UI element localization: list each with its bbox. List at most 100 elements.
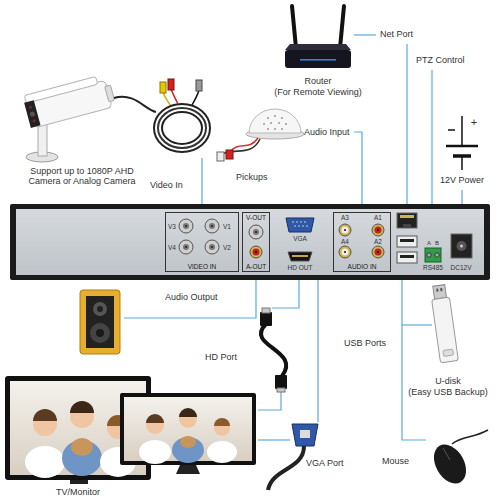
leader-line bbox=[402, 270, 426, 440]
pickup-picture bbox=[226, 150, 233, 159]
vga-socket bbox=[286, 218, 314, 232]
usb-stick-picture bbox=[440, 288, 442, 291]
port-label: A3 bbox=[341, 214, 349, 221]
cable-coil bbox=[171, 89, 178, 104]
mouse-picture bbox=[427, 439, 472, 489]
callout-label: Video In bbox=[150, 180, 183, 190]
usb-socket bbox=[397, 236, 417, 263]
hdmi-cable-picture bbox=[277, 388, 285, 392]
leader-line bbox=[354, 34, 376, 35]
port-label: A1 bbox=[374, 214, 382, 221]
speaker-picture bbox=[80, 290, 120, 354]
leader-line bbox=[124, 278, 256, 318]
terminal-block bbox=[435, 253, 439, 257]
port-label: VGA bbox=[293, 235, 307, 242]
usb-stick-picture bbox=[433, 285, 447, 300]
rca-jack bbox=[250, 246, 262, 258]
network-socket bbox=[397, 213, 417, 228]
port-label: V1 bbox=[223, 223, 231, 230]
rca-jack bbox=[377, 229, 379, 231]
dc-power-symbol bbox=[448, 129, 455, 131]
port-label: DC12V bbox=[451, 264, 472, 271]
callout-label: Support up to 1080P AHD Camera or Analog… bbox=[21, 166, 143, 187]
monitor-picture bbox=[179, 408, 197, 417]
monitor-picture bbox=[120, 393, 256, 465]
camera-picture bbox=[105, 85, 115, 102]
hdmi-socket bbox=[288, 252, 312, 261]
cable-coil bbox=[163, 92, 170, 105]
pickup-picture bbox=[270, 122, 272, 124]
hdmi-cable-picture bbox=[260, 308, 287, 392]
port-group-label: V-OUT bbox=[246, 214, 266, 221]
cable-coil bbox=[154, 104, 210, 152]
cable-coil bbox=[192, 90, 199, 105]
terminal-block bbox=[427, 253, 431, 257]
speaker-picture bbox=[97, 306, 103, 312]
monitor-picture bbox=[172, 437, 204, 463]
callout-label: Audio Input bbox=[304, 127, 350, 137]
callout-label: Audio Output bbox=[165, 292, 218, 302]
rca-jack bbox=[372, 246, 384, 258]
vga-socket bbox=[298, 225, 300, 227]
usb-socket bbox=[397, 236, 417, 247]
callout-label: TV/Monitor bbox=[56, 487, 100, 497]
pickup-picture bbox=[263, 123, 265, 125]
leader-line bbox=[272, 278, 299, 308]
monitor-picture bbox=[214, 418, 230, 426]
port-group-box: V-OUTA-OUT bbox=[242, 212, 270, 272]
port-label: V2 bbox=[223, 244, 231, 251]
usb-socket bbox=[400, 255, 414, 258]
leader-line bbox=[317, 278, 318, 422]
camera-picture bbox=[22, 73, 156, 162]
router-picture bbox=[285, 50, 351, 68]
pickup-picture bbox=[217, 152, 224, 161]
mouse-picture bbox=[427, 430, 488, 489]
usb-socket bbox=[400, 239, 414, 242]
cable-coil bbox=[160, 82, 166, 93]
router-picture bbox=[285, 6, 351, 68]
dc-jack bbox=[451, 234, 472, 258]
port-group-label: AUDIO IN bbox=[348, 263, 377, 270]
port-label: A4 bbox=[341, 238, 349, 245]
camera-picture bbox=[29, 105, 33, 109]
bnc-connector bbox=[209, 223, 215, 229]
cable-coil bbox=[158, 108, 206, 148]
speaker-picture bbox=[80, 290, 120, 354]
rca-jack bbox=[342, 227, 349, 234]
dvr-back-panel bbox=[10, 204, 490, 280]
router-picture bbox=[340, 6, 344, 48]
mouse-picture bbox=[452, 430, 488, 444]
dc-power-symbol bbox=[461, 156, 463, 170]
pickup-picture bbox=[267, 128, 269, 130]
pin-label: A bbox=[427, 240, 431, 247]
leader-line bbox=[354, 132, 362, 210]
camera-picture bbox=[29, 111, 35, 117]
hdmi-cable-picture bbox=[262, 308, 270, 313]
bnc-connector bbox=[209, 244, 215, 250]
vga-socket bbox=[296, 221, 298, 223]
dvr-back-panel bbox=[10, 204, 490, 280]
vga-socket bbox=[306, 225, 308, 227]
camera-picture bbox=[24, 100, 40, 128]
monitor-picture bbox=[70, 480, 88, 484]
monitor-picture bbox=[207, 441, 237, 463]
network-socket bbox=[403, 224, 411, 228]
router-picture bbox=[300, 59, 336, 61]
rca-jack bbox=[372, 224, 384, 236]
rca-jack bbox=[253, 249, 260, 256]
vga-cable-picture bbox=[268, 424, 318, 490]
vga-cable-picture bbox=[268, 446, 304, 490]
pickup-picture bbox=[217, 109, 304, 161]
dvr-back-panel bbox=[16, 209, 484, 275]
terminal-block bbox=[425, 248, 441, 262]
callout-label: Mouse bbox=[382, 456, 409, 466]
mouse-picture bbox=[443, 448, 450, 460]
rca-jack bbox=[339, 224, 351, 236]
rca-jack bbox=[255, 251, 257, 253]
callout-label: (For Remote Viewing) bbox=[274, 87, 361, 97]
bnc-connector bbox=[211, 246, 213, 248]
bnc-connector bbox=[253, 229, 259, 235]
port-label: A2 bbox=[374, 238, 382, 245]
